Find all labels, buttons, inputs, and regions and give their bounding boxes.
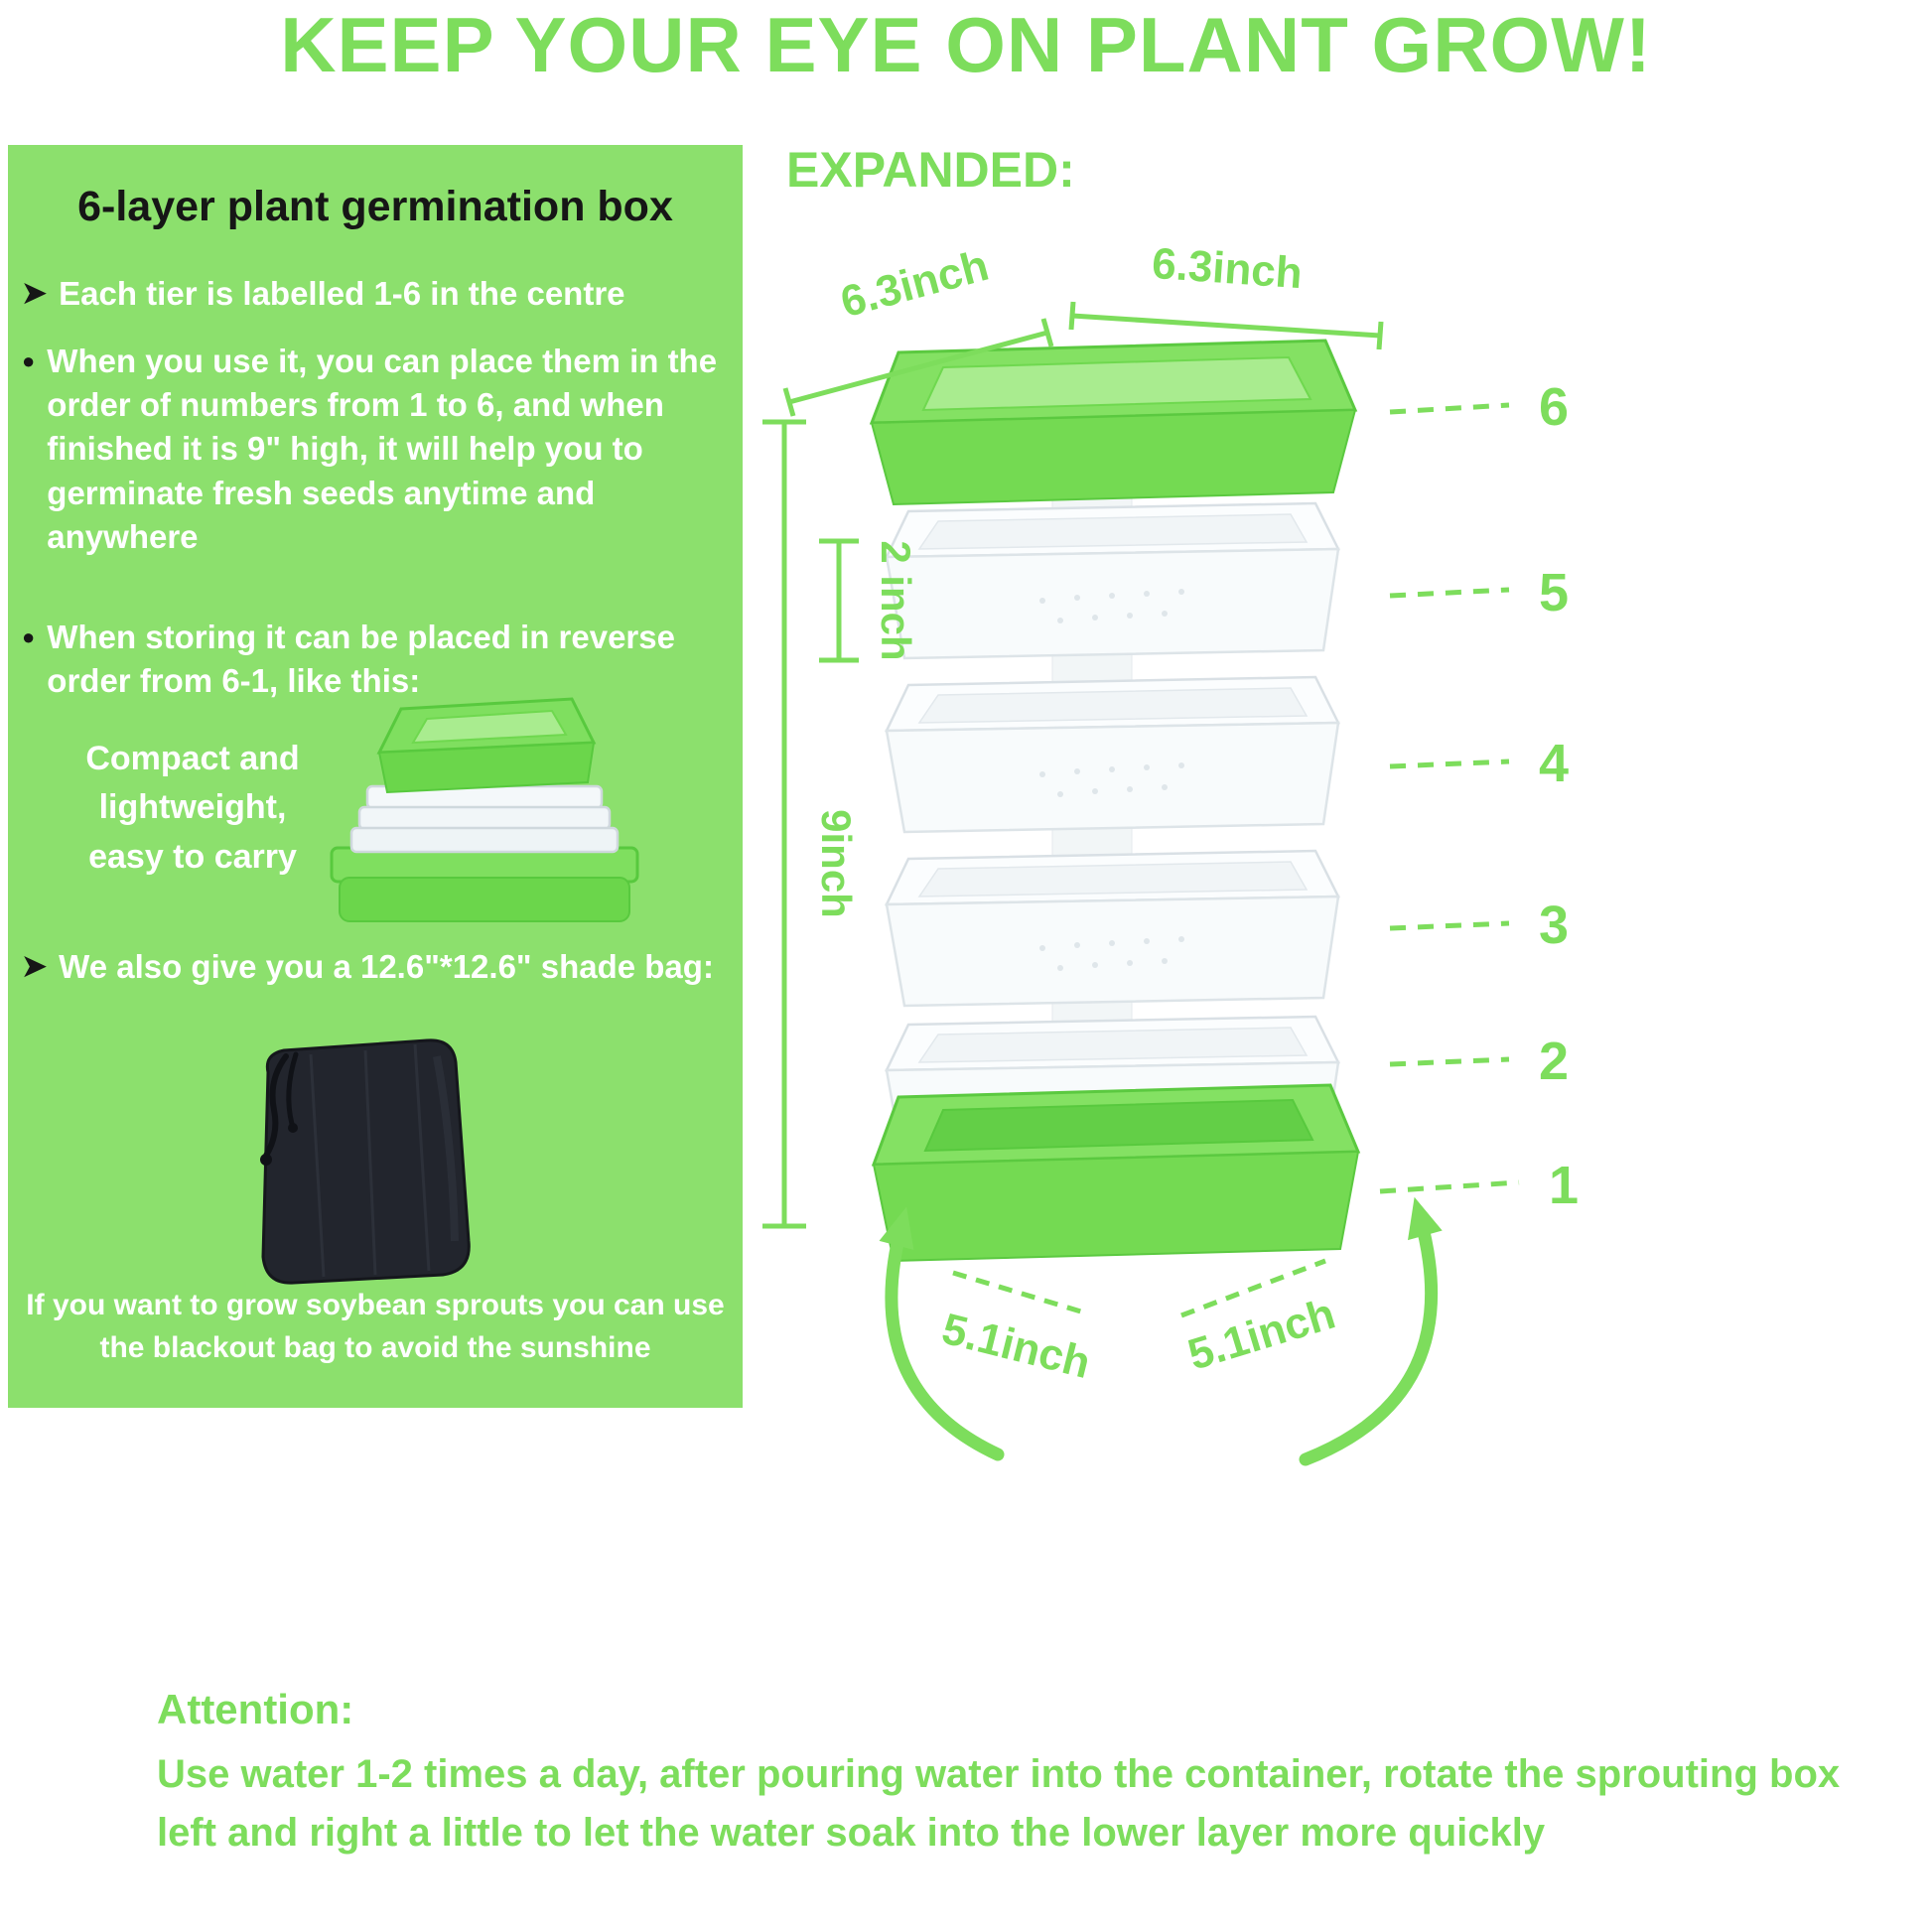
tier-number: 5 (1539, 563, 1569, 622)
base-green-tray (871, 1083, 1361, 1263)
compact-note: Compact and lightweight, easy to carry (85, 740, 300, 876)
dimension-label-bottom-left: 5.1inch (937, 1305, 1095, 1388)
info-panel: 6-layer plant germination box ➤ Each tie… (8, 145, 743, 1408)
dimension-label-bottom-right: 5.1inch (1182, 1290, 1340, 1380)
expanded-label: EXPANDED: (786, 142, 1075, 198)
compact-base-tray (330, 846, 639, 922)
dimension-label-top-right: 6.3inch (1151, 239, 1305, 298)
tier-leader-lines (1379, 402, 1520, 1194)
tier-number: 4 (1539, 734, 1569, 793)
bag-note: If you want to grow soybean sprouts you … (26, 1289, 725, 1364)
bullet-text: Each tier is labelled 1-6 in the centre (59, 275, 625, 312)
dimension-label-layer-height: 2 inch (873, 540, 919, 660)
shade-bag-image (260, 1038, 471, 1285)
compact-top-tray (376, 697, 597, 794)
bullet-text: When you use it, you can place them in t… (47, 343, 718, 555)
clear-tray (885, 501, 1340, 660)
bullet-item-shade-bag: ➤ We also give you a 12.6"*12.6" shade b… (22, 945, 733, 989)
clear-tray (885, 675, 1340, 834)
bullet-item-tiers: ➤ Each tier is labelled 1-6 in the centr… (22, 272, 733, 316)
height-measure-line (762, 419, 806, 1229)
layer-measure-line (819, 538, 859, 663)
compact-clear-layers (349, 784, 620, 854)
tier-number: 1 (1549, 1156, 1579, 1215)
exploded-diagram: 6 5 4 3 2 1 9inch 2 inch 6.3inch (762, 239, 1579, 1466)
clear-tray (885, 849, 1340, 1008)
arrow-bullet-icon: ➤ (22, 277, 48, 310)
bullet-item-storing: ● When storing it can be placed in rever… (22, 616, 733, 703)
dimension-label-total-height: 9inch (813, 809, 860, 918)
bottom-right-measure-line (1180, 1258, 1326, 1318)
tier-number: 3 (1539, 896, 1569, 955)
attention-block: Attention: Use water 1-2 times a day, af… (157, 1686, 1908, 1863)
top-left-measure-line (782, 318, 1054, 417)
drawstring-bag (260, 1038, 471, 1285)
curved-arrow-right (1299, 1196, 1443, 1466)
bullet-item-usage: ● When you use it, you can place them in… (22, 340, 729, 559)
dot-bullet-icon: ● (22, 624, 36, 649)
panel-heading: 6-layer plant germination box (77, 183, 673, 230)
attention-text: Use water 1-2 times a day, after pouring… (157, 1752, 1841, 1856)
bottom-left-measure-line (952, 1270, 1085, 1315)
top-right-measure-line (1068, 301, 1384, 350)
arrow-bullet-icon: ➤ (22, 950, 48, 983)
tier-number: 6 (1539, 377, 1569, 437)
dot-bullet-icon: ● (22, 348, 36, 373)
tier-number: 2 (1539, 1032, 1569, 1091)
stacked-trays-image (330, 697, 639, 922)
bullet-text: We also give you a 12.6"*12.6" shade bag… (59, 948, 714, 985)
bullet-text: When storing it can be placed in reverse… (47, 619, 675, 700)
attention-label: Attention: (157, 1686, 354, 1732)
page-title: KEEP YOUR EYE ON PLANT GROW! (280, 1, 1652, 88)
dimension-label-top-left: 6.3inch (836, 241, 994, 328)
curved-arrow-left (879, 1206, 1005, 1461)
top-green-tray (869, 339, 1358, 506)
